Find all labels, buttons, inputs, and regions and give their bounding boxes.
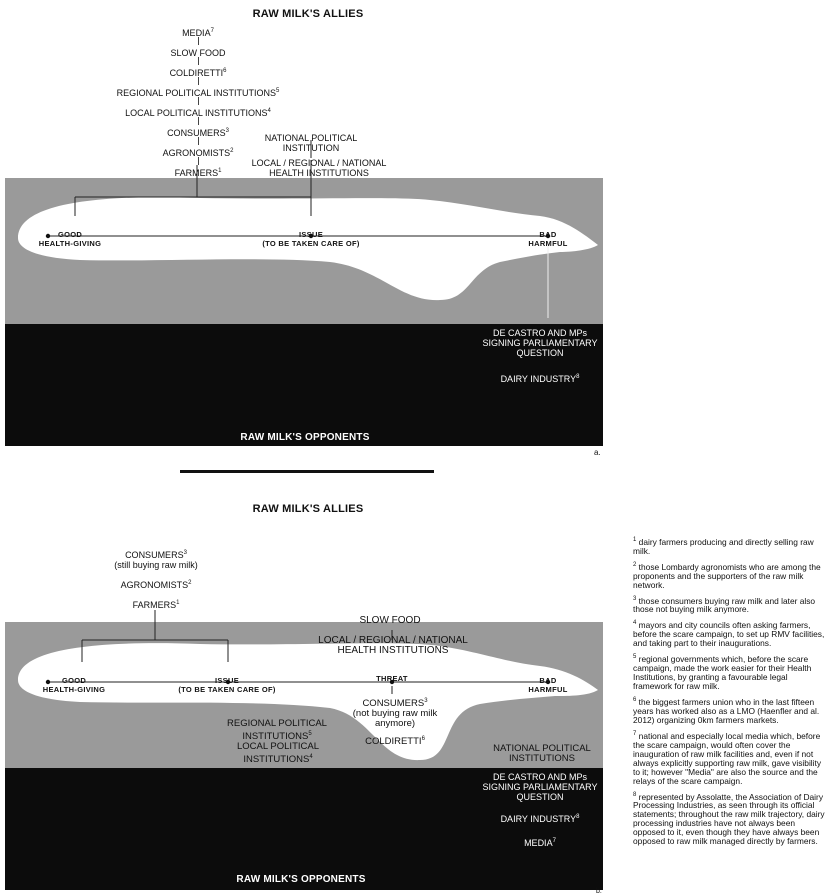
panel-a-de-castro: DE CASTRO AND MPs SIGNING PARLIAMENTARY … [482,328,598,358]
panel-b: RAW MILK'S ALLIES CONSUMERS3 (still buyi… [0,490,610,895]
panel-a-dairy-industry: DAIRY INDUSTRY8 [500,374,580,384]
panel-b-media: MEDIA7 [524,838,556,848]
panel-b-opponents-title: RAW MILK'S OPPONENTS [236,874,366,885]
panel-a-ally-item: SLOW FOOD [170,48,226,58]
footnote-item: 4 mayors and city councils often asking … [633,620,825,649]
panel-a-ally-item: COLDIRETTI6 [169,68,227,78]
panel-b-trajectory-shape [18,610,598,761]
ally-connector [197,37,199,45]
footnote-item: 6 the biggest farmers union who in the l… [633,696,820,725]
ally-connector [197,77,199,85]
panel-a-ally-item: REGIONAL POLITICAL INSTITUTIONS5 [116,88,280,98]
panel-separator [180,470,434,473]
panel-b-letter: b. [596,888,602,895]
panel-b-consumers: CONSUMERS3 (still buying raw milk) [114,550,198,570]
footnote-item: 2 those Lombardy agronomists who are amo… [633,561,821,590]
panel-b-threat-label: THREAT [376,674,408,683]
panel-a-issue-label: ISSUE (TO BE TAKEN CARE OF) [262,230,360,248]
panel-b-dairy-industry: DAIRY INDUSTRY8 [500,814,580,824]
panel-a-ally-item: AGRONOMISTS2 [162,148,234,158]
panel-a-letter: a. [594,448,601,457]
panel-b-consumers-lost: CONSUMERS3 (not buying raw milk anymore) [352,698,438,730]
footnote-item: 3 those consumers buying raw milk and la… [633,595,816,615]
panel-a-good-label: GOOD HEALTH-GIVING [38,230,102,248]
footnote-item: 7 national and especially local media wh… [633,730,822,786]
panel-a-allies-title: RAW MILK'S ALLIES [252,8,364,20]
ally-connector [197,97,199,105]
panel-b-national-political: NATIONAL POLITICAL INSTITUTIONS [493,743,591,764]
panel-a-ally-item: FARMERS1 [174,168,222,178]
panel-b-regional-political: REGIONAL POLITICAL INSTITUTIONS5 [227,718,327,743]
panel-b-farmers: FARMERS1 [132,600,180,610]
panel-a-opponents-band [5,324,603,446]
panel-b-bad-label: BAD HARMFUL [528,676,568,694]
panel-a-trajectory-shape [18,140,598,318]
footnotes: 1 dairy farmers producing and directly s… [633,536,825,851]
panel-b-good-label: GOOD HEALTH-GIVING [42,676,106,694]
footnote-item: 8 represented by Assolatte, the Associat… [633,791,825,847]
footnote-item: 5 regional governments which, before the… [633,653,812,691]
panel-b-agronomists: AGRONOMISTS2 [120,580,192,590]
panel-a-bad-label: BAD HARMFUL [528,230,568,248]
ally-connector [197,117,199,125]
ally-connector [197,57,199,65]
panel-b-health-institutions: LOCAL / REGIONAL / NATIONAL HEALTH INSTI… [318,635,468,656]
panel-b-de-castro: DE CASTRO AND MPs SIGNING PARLIAMENTARY … [482,772,598,802]
panel-b-allies-title: RAW MILK'S ALLIES [252,503,364,515]
panel-b-coldiretti: COLDIRETTI6 [365,736,425,748]
panel-a-opponents-title: RAW MILK'S OPPONENTS [240,432,370,443]
footnote-item: 1 dairy farmers producing and directly s… [633,536,814,556]
panel-b-local-political: LOCAL POLITICAL INSTITUTIONS4 [236,741,319,766]
ally-connector [197,157,199,165]
panel-b-slow-food: SLOW FOOD [359,615,421,626]
panel-b-issue-label: ISSUE (TO BE TAKEN CARE OF) [178,676,276,694]
ally-connector [197,137,199,145]
panel-a-ally-item: MEDIA7 [182,28,214,38]
panel-a-ally-item: LOCAL POLITICAL INSTITUTIONS4 [125,108,271,118]
panel-a-health-institutions: LOCAL / REGIONAL / NATIONAL HEALTH INSTI… [251,158,387,178]
panel-a-ally-item: CONSUMERS3 [167,128,229,138]
panel-b-opponents-band [5,768,603,890]
